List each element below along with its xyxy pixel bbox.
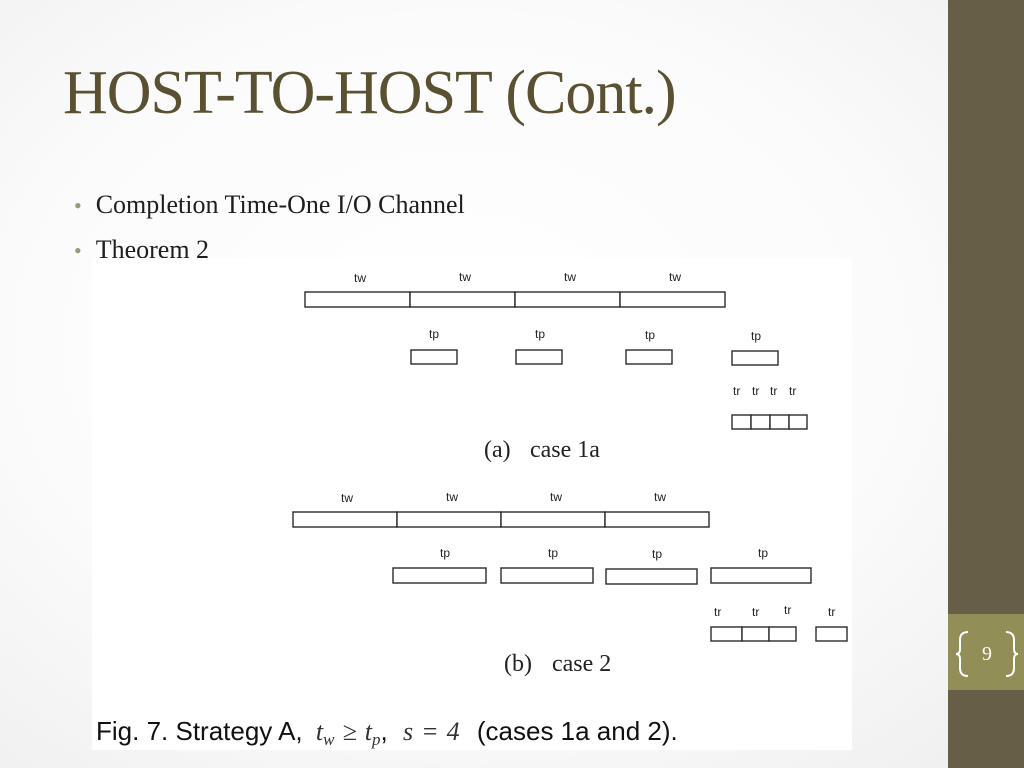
- case-a-tr-label: tr: [752, 384, 759, 398]
- case-b-tp-label: tp: [758, 546, 768, 560]
- case-b-tw-label: tw: [550, 490, 562, 504]
- case-a-caption-text: case 1a: [530, 437, 600, 463]
- case-a-caption-label: (a): [484, 437, 511, 463]
- bullet-dot-icon: •: [74, 238, 82, 263]
- case-b-tr-box: [768, 626, 797, 642]
- case-a-tw-label: tw: [564, 270, 576, 284]
- page-number: 9: [982, 643, 992, 665]
- case-b-tw-box: [500, 511, 606, 528]
- case-a-tw-box: [409, 291, 516, 308]
- case-a-tw-label: tw: [354, 271, 366, 285]
- case-b-tw-box: [292, 511, 398, 528]
- bullet-dot-icon: •: [74, 193, 82, 218]
- case-a-tr-box: [750, 414, 771, 430]
- case-a-tp-label: tp: [645, 328, 655, 342]
- case-b-tp-box: [710, 567, 812, 584]
- case-b-tp-label: tp: [548, 546, 558, 560]
- case-b-caption-label: (b): [504, 651, 532, 677]
- case-a-tr-label: tr: [789, 384, 796, 398]
- case-b-tr-box: [741, 626, 770, 642]
- case-a-tp-box: [515, 349, 563, 365]
- case-a-tp-box: [731, 350, 779, 366]
- case-a-tw-label: tw: [669, 270, 681, 284]
- case-b-tp-box: [605, 568, 698, 585]
- case-a-tr-box: [769, 414, 790, 430]
- case-b-tw-box: [396, 511, 502, 528]
- case-a-tw-box: [619, 291, 726, 308]
- page-title: HOST-TO-HOST (Cont.): [63, 59, 677, 127]
- case-b-tw-label: tw: [654, 490, 666, 504]
- case-a-tp-label: tp: [535, 327, 545, 341]
- case-b-tr-box: [710, 626, 743, 642]
- case-b-tp-label: tp: [652, 547, 662, 561]
- case-a-tw-box: [304, 291, 411, 308]
- case-a-tr-box: [788, 414, 808, 430]
- case-b-tw-label: tw: [341, 491, 353, 505]
- case-a-tp-box: [410, 349, 458, 365]
- case-b-tw-label: tw: [446, 490, 458, 504]
- timing-diagram: tw tw tw tw tp tp tp tp tr tr tr tr (a) …: [96, 270, 848, 749]
- case-b-tr-label: tr: [784, 603, 791, 617]
- bullet-text: Completion Time-One I/O Channel: [95, 190, 465, 219]
- case-a-tr-label: tr: [770, 384, 777, 398]
- case-a-tp-box: [625, 349, 673, 365]
- case-b-tp-label: tp: [440, 546, 450, 560]
- case-b-tr-label: tr: [752, 605, 759, 619]
- case-a-tr-box: [731, 414, 752, 430]
- bullet-item: • Completion Time-One I/O Channel: [74, 188, 465, 233]
- page-number-tab: [948, 614, 1024, 690]
- case-a-tp-label: tp: [429, 327, 439, 341]
- case-b-caption-text: case 2: [552, 651, 611, 677]
- case-a-tr-label: tr: [733, 384, 740, 398]
- case-b-tp-box: [392, 567, 487, 584]
- case-b-tr-box: [815, 626, 848, 642]
- strategy-figure: tw tw tw tw tp tp tp tp tr tr tr tr (a) …: [92, 258, 852, 750]
- figure-caption: Fig. 7. Strategy A, tw≥tp, s=4 (cases 1a…: [96, 716, 678, 749]
- case-b-tw-box: [604, 511, 710, 528]
- case-a-tw-label: tw: [459, 270, 471, 284]
- case-b-tr-label: tr: [714, 605, 721, 619]
- case-a-tw-box: [514, 291, 621, 308]
- page-number-brace-icon: [956, 631, 1018, 677]
- case-a-tp-label: tp: [751, 329, 761, 343]
- case-b-tp-box: [500, 567, 594, 584]
- case-b-tr-label: tr: [828, 605, 835, 619]
